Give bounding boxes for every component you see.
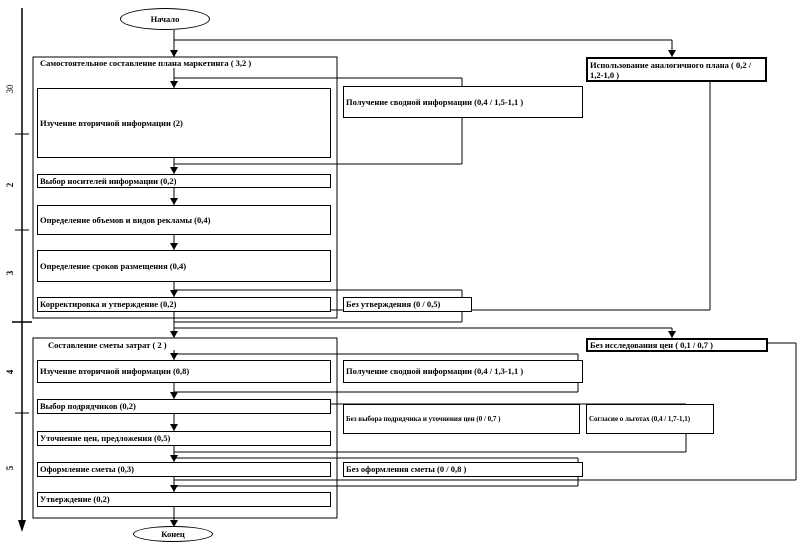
start-terminal: Начало: [120, 8, 210, 30]
alt-no-price-research: Без исследования цен ( 0,1 / 0,7 ): [586, 338, 768, 352]
alt-no-approval: Без утверждения (0 / 0,5): [343, 297, 472, 312]
alt-no-contractor: Без выбора подрядчика и уточнения цен (0…: [343, 404, 580, 434]
alt-analog-plan: Использование аналогичного плана ( 0,2 /…: [586, 57, 767, 82]
end-terminal: Конец: [133, 526, 213, 542]
alt-summary-info-2: Получение сводной информации (0,4 / 1,3-…: [343, 360, 583, 383]
step-placement-dates: Определение сроков размещения (0,4): [37, 250, 331, 282]
timeline-label-5: 5: [5, 465, 15, 471]
step-contractor-selection: Выбор подрядчиков (0,2): [37, 399, 331, 414]
step-estimate-preparation: Оформление сметы (0,3): [37, 462, 331, 477]
step-approval: Утверждение (0,2): [37, 492, 331, 507]
step-media-selection: Выбор носителей информации (0,2): [37, 174, 331, 188]
timeline-label-2: 2: [5, 182, 15, 188]
step-secondary-info-study: Изучение вторичной информации (2): [37, 88, 331, 158]
step-price-clarification: Уточнение цен, предложения (0,5): [37, 431, 331, 446]
timeline-label-3: 3: [5, 270, 15, 276]
step-ad-volume: Определение объемов и видов рекламы (0,4…: [37, 205, 331, 235]
alt-summary-info-1: Получение сводной информации (0,4 / 1,5-…: [343, 86, 583, 118]
group2-label: Составление сметы затрат ( 2 ): [48, 340, 167, 350]
timeline-label-1: 30: [5, 84, 15, 94]
step-secondary-info-study-2: Изучение вторичной информации (0,8): [37, 360, 331, 383]
group1-label: Самостоятельное составление плана маркет…: [40, 58, 252, 68]
alt-no-estimate: Без оформления сметы (0 / 0,8 ): [343, 462, 583, 477]
timeline-label-4: 4: [5, 369, 15, 375]
alt-benefits-agreement: Согласие о льготах (0,4 / 1,7-1,1): [586, 404, 714, 434]
step-correction-approval: Корректировка и утверждение (0,2): [37, 297, 331, 312]
